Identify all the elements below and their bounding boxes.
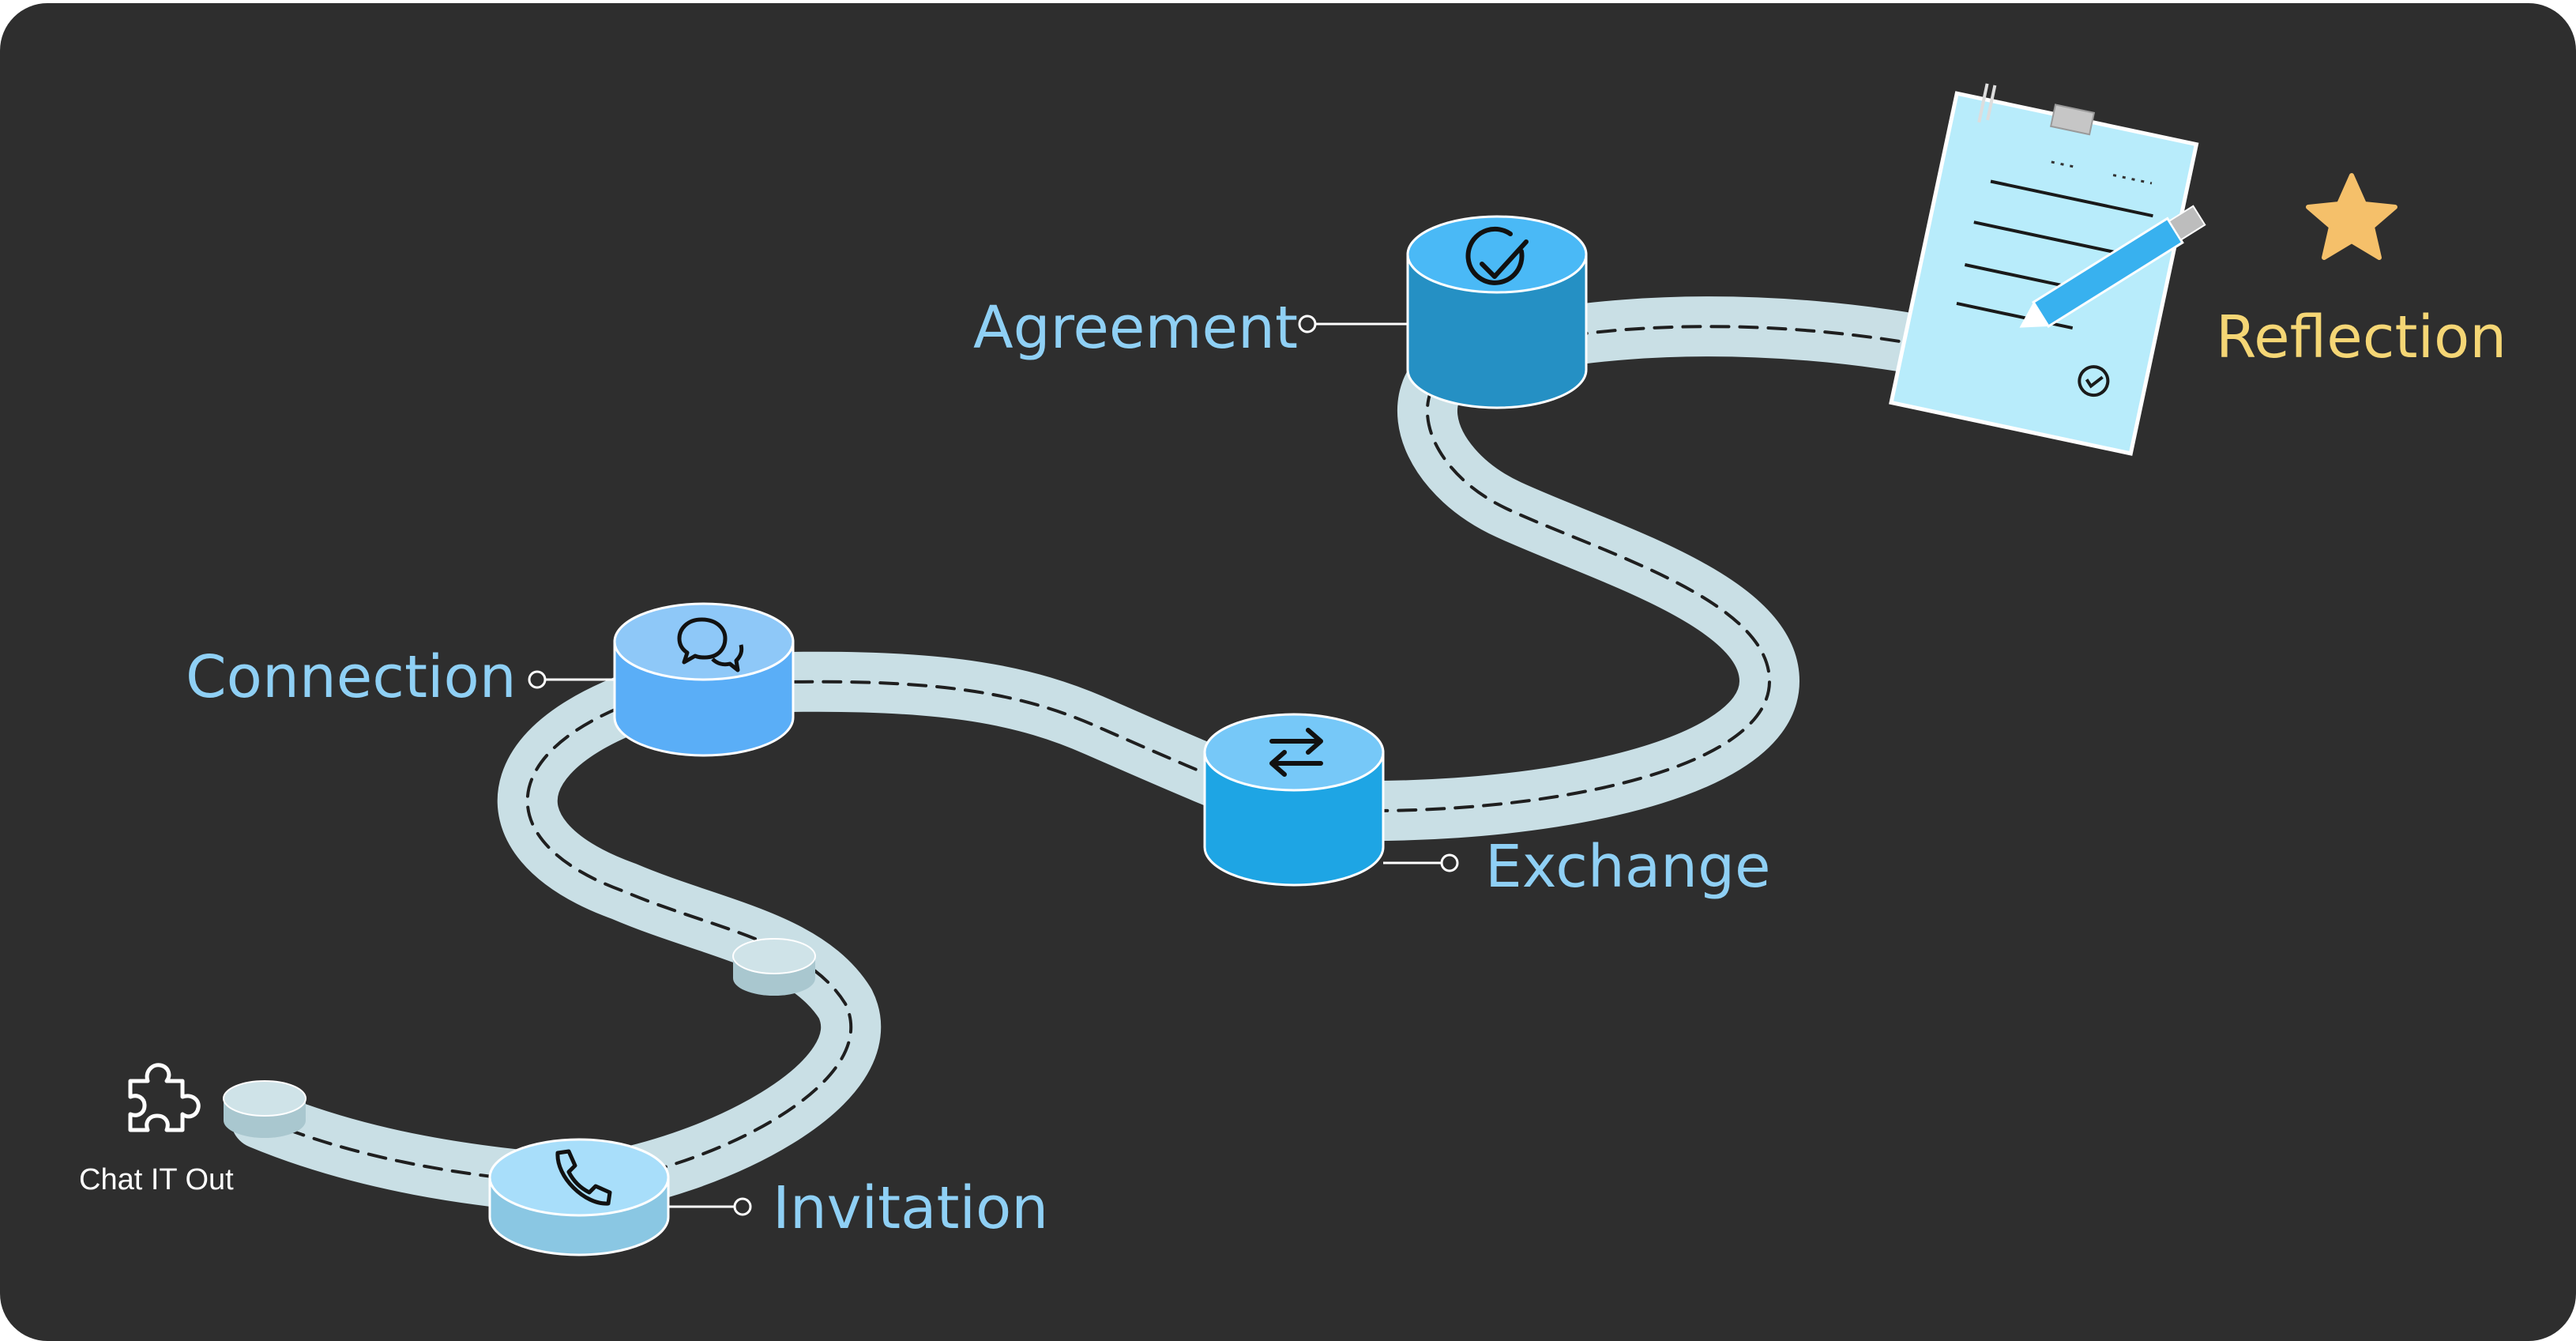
exchange-cylinder — [1203, 713, 1385, 887]
star-icon — [2306, 173, 2397, 260]
clipboard-pen-illustration — [1889, 83, 2206, 456]
start-label: Chat IT Out — [79, 1163, 234, 1196]
agreement-connector-dot — [1298, 315, 1317, 333]
phone-icon — [555, 1149, 612, 1206]
swap-arrows-icon — [1269, 728, 1323, 777]
road — [231, 296, 2036, 1215]
chat-bubbles-icon — [677, 617, 744, 672]
agreement-label: Agreement — [973, 294, 1298, 362]
agreement-cylinder — [1406, 215, 1588, 409]
invitation-cylinder — [488, 1138, 670, 1256]
invitation-connector-dot — [733, 1197, 752, 1216]
start-disc — [223, 1080, 306, 1138]
exchange-label: Exchange — [1485, 833, 1771, 901]
connection-cylinder — [613, 602, 795, 757]
milestone-disc — [732, 938, 816, 996]
checkmark-circle-icon — [1465, 226, 1529, 285]
invitation-label: Invitation — [773, 1174, 1049, 1242]
connection-label: Connection — [186, 643, 517, 711]
connection-connector-dot — [528, 670, 547, 689]
puzzle-icon — [128, 1063, 201, 1132]
reflection-label: Reflection — [2216, 303, 2507, 371]
exchange-connector-dot — [1440, 853, 1459, 872]
